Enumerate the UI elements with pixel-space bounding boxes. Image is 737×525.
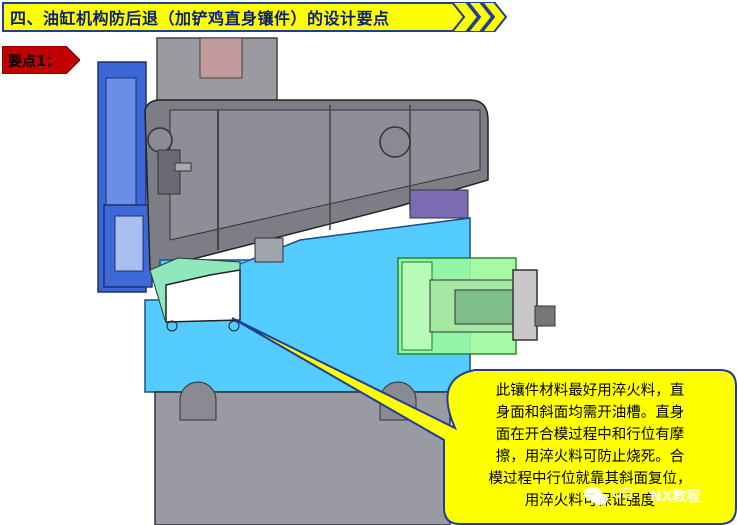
callout-line: 模过程中行位就靠其斜面复位， <box>488 471 692 487</box>
insert-block <box>165 269 241 323</box>
watermark-name: NX教程 <box>650 489 701 505</box>
title-banner: 四、油缸机构防后退（加铲鸡直身镶件）的设计要点 <box>2 2 470 32</box>
top-column <box>156 37 278 109</box>
callout-line: 此镶件材料最好用淬火料，直 <box>495 383 685 399</box>
callout-text: 此镶件材料最好用淬火料，直 身面和斜面均需开油槽。直身 面在开合模过程中和行位有… <box>450 380 730 512</box>
watermark-prefix: UG <box>612 486 634 502</box>
base-plate <box>154 391 451 525</box>
slider-block <box>144 217 471 393</box>
left-blue-frame <box>97 61 147 293</box>
page-title: 四、油缸机构防后退（加铲鸡直身镶件）的设计要点 <box>10 9 390 28</box>
callout-line: 用淬火料可保证强度 <box>524 493 656 509</box>
upper-mold-block <box>144 99 489 271</box>
callout-line: 擦，用淬火料可防止烧死。合 <box>495 449 685 465</box>
oil-cylinder <box>397 257 517 355</box>
callout-line: 面在开合模过程中和行位有摩 <box>495 427 685 443</box>
key-point-label: 要点1： <box>2 46 80 74</box>
callout-line: 身面和斜面均需开油槽。直身 <box>495 405 685 421</box>
chevron-arrows-icon <box>452 2 508 32</box>
key-point-text: 要点1： <box>8 54 60 70</box>
wechat-icon <box>584 487 608 505</box>
